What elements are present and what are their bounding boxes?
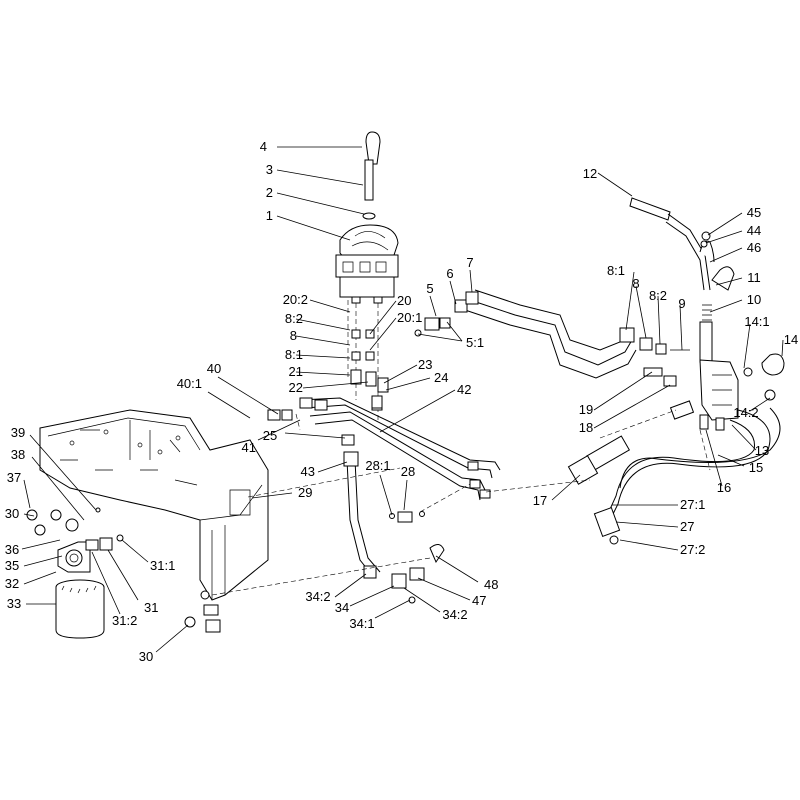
callout-29: 29	[298, 485, 312, 500]
callout-27-1: 27:1	[680, 497, 705, 512]
callout-1: 1	[266, 208, 273, 223]
callout-7: 7	[466, 255, 473, 270]
routing-dashed-lines	[211, 409, 711, 596]
callout-34-1: 34:1	[349, 616, 374, 631]
callout-17: 17	[533, 493, 547, 508]
callout-5: 5	[426, 281, 433, 296]
callout-44: 44	[747, 223, 761, 238]
callout-8: 8	[290, 328, 297, 343]
callout-14-2: 14:2	[733, 405, 758, 420]
callout-9: 9	[678, 296, 685, 311]
callout-21: 21	[289, 364, 303, 379]
callout-24: 24	[434, 370, 448, 385]
callout-10: 10	[747, 292, 761, 307]
callout-42: 42	[457, 382, 471, 397]
callout-23: 23	[418, 357, 432, 372]
callout-37: 37	[7, 470, 21, 485]
callout-38: 38	[11, 447, 25, 462]
callout-labels: 4 3 2 1 20:2 8:2 8 8:1 21 22 20 20:1 23 …	[5, 139, 798, 664]
callout-14: 14	[784, 332, 798, 347]
callout-27-2: 27:2	[680, 542, 705, 557]
long-tube-part	[414, 289, 637, 379]
callout-46: 46	[747, 240, 761, 255]
callout-45: 45	[747, 205, 761, 220]
callout-13: 13	[755, 443, 769, 458]
callout-20: 20	[397, 293, 411, 308]
filter-assembly-part	[26, 507, 221, 639]
leader-lines	[21, 146, 784, 653]
callout-48: 48	[484, 577, 498, 592]
callout-3: 3	[266, 162, 273, 177]
callout-35: 35	[5, 558, 19, 573]
callout-32: 32	[5, 576, 19, 591]
lever-assembly-part	[619, 197, 785, 431]
callout-20-2: 20:2	[283, 292, 308, 307]
callout-39: 39	[11, 425, 25, 440]
callout-30-top: 30	[5, 506, 19, 521]
callout-47: 47	[472, 593, 486, 608]
control-valve-part	[335, 131, 399, 420]
callout-6: 6	[446, 266, 453, 281]
tube-routing-part	[267, 395, 501, 501]
callout-5-1: 5:1	[466, 335, 484, 350]
suction-hose-part	[343, 451, 445, 604]
callout-36: 36	[5, 542, 19, 557]
callout-16: 16	[717, 480, 731, 495]
hose-lower-right-part	[567, 407, 781, 545]
callout-40: 40	[207, 361, 221, 376]
callout-18: 18	[579, 420, 593, 435]
callout-30-bottom: 30	[139, 649, 153, 664]
callout-33: 33	[7, 596, 21, 611]
callout-34-2-right: 34:2	[442, 607, 467, 622]
callout-27: 27	[680, 519, 694, 534]
frame-part	[39, 409, 269, 601]
callout-28: 28	[401, 464, 415, 479]
callout-25: 25	[263, 428, 277, 443]
callout-8-1-right: 8:1	[607, 263, 625, 278]
callout-43: 43	[301, 464, 315, 479]
callout-19: 19	[579, 402, 593, 417]
callout-8-1: 8:1	[285, 347, 303, 362]
callout-12: 12	[583, 166, 597, 181]
callout-8-2-right: 8:2	[649, 288, 667, 303]
callout-31: 31	[144, 600, 158, 615]
callout-8-2: 8:2	[285, 311, 303, 326]
callout-41: 41	[242, 440, 256, 455]
callout-11: 11	[747, 270, 761, 285]
callout-34: 34	[335, 600, 349, 615]
callout-8-right: 8	[632, 276, 639, 291]
callout-14-1: 14:1	[744, 314, 769, 329]
callout-34-2-left: 34:2	[305, 589, 330, 604]
callout-15: 15	[749, 460, 763, 475]
callout-2: 2	[266, 185, 273, 200]
callout-22: 22	[289, 380, 303, 395]
drawing-artwork	[26, 131, 785, 639]
callout-31-1: 31:1	[150, 558, 175, 573]
callout-40-1: 40:1	[177, 376, 202, 391]
callout-20-1: 20:1	[397, 310, 422, 325]
callout-4: 4	[260, 139, 267, 154]
callout-28-1: 28:1	[365, 458, 390, 473]
callout-31-2: 31:2	[112, 613, 137, 628]
